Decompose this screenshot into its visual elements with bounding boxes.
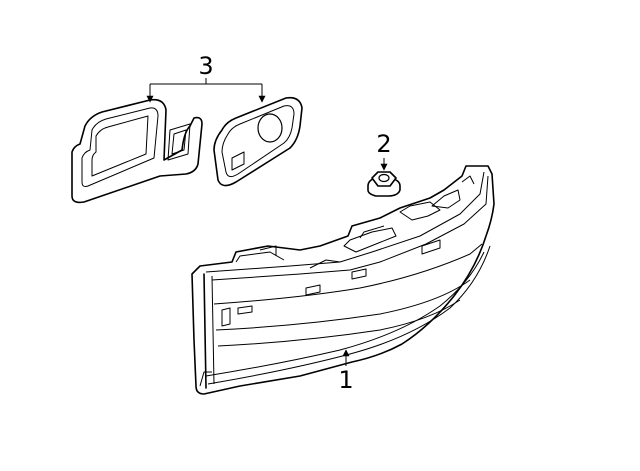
callout-1: 1: [338, 366, 353, 394]
leader-3: [146, 78, 266, 103]
nut: [367, 158, 401, 197]
gasket-left: [71, 98, 203, 204]
callout-2: 2: [376, 130, 391, 158]
gasket-right: [213, 96, 303, 187]
lamp-housing: [191, 165, 495, 395]
callout-3: 3: [198, 52, 213, 80]
